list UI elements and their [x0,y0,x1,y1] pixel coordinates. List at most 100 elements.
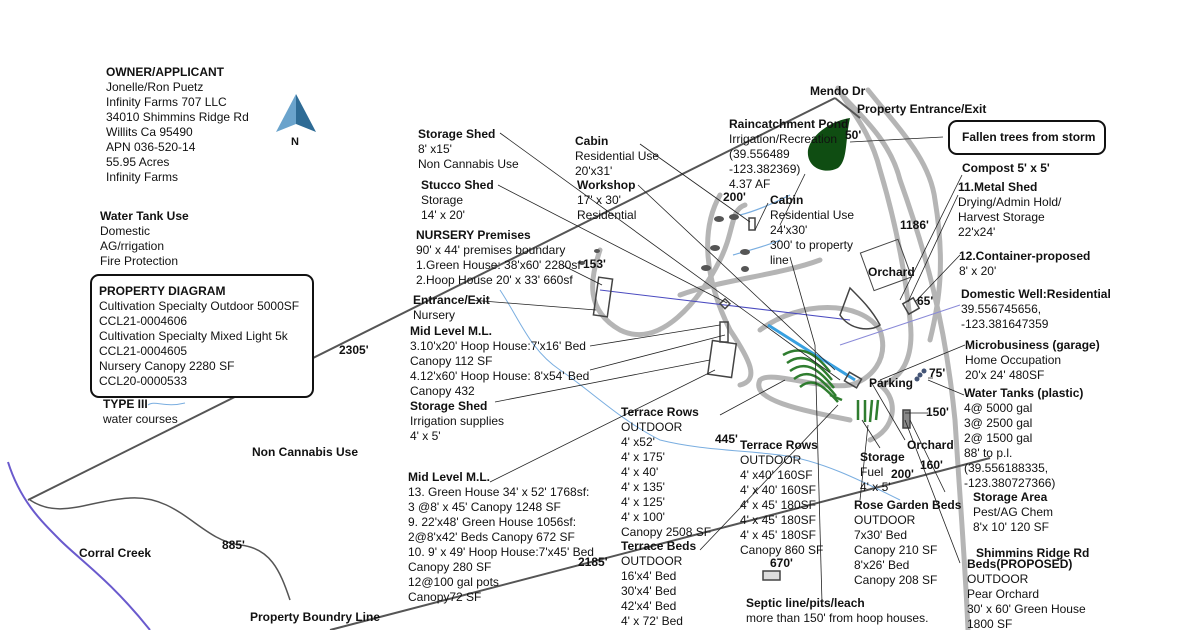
label-line: OUTDOOR [621,554,683,568]
label-title: Shimmins Ridge Rd [976,546,1090,560]
label-line: 2@8'x42' Beds Canopy 672 SF [408,530,575,544]
label-title: Terrace Beds [621,539,697,553]
label-mendo-dr: Mendo Dr [810,84,865,99]
label-line: Pear Orchard [967,587,1040,601]
label-title: OWNER/APPLICANT [106,65,224,79]
label-line: 7x30' Bed [854,528,907,542]
label-line: 8'x26' Bed [854,558,910,572]
label-title: Property Entrance/Exit [857,102,987,116]
distance-label: 150' [926,405,949,419]
label-line: -123.380727366) [964,476,1056,490]
label-line: line [770,253,789,267]
label-line: Infinity Farms 707 LLC [106,95,227,109]
utility-line [839,304,961,346]
label-line: APN 036-520-14 [106,140,196,154]
label-line: Home Occupation [965,353,1062,367]
label-line: 8' x15' [418,142,452,156]
label-title: Orchard [868,265,915,279]
label-title: NURSERY Premises [416,228,531,242]
label-line: 3@ 2500 gal [964,416,1033,430]
label-line: 4' x 45' 180SF [740,528,816,542]
label-line: AG/rrigation [100,239,165,253]
driveway-road [835,85,914,388]
label-line: 8' x 20' [959,264,997,278]
label-line: 8'x 10' 120 SF [973,520,1049,534]
label-line: 17' x 30' [577,193,621,207]
north-arrow-icon [276,94,316,141]
label-line: 2.Hoop House 20' x 33' 660sf [416,273,573,287]
distance-label: 65' [917,294,934,308]
shimmins-ridge-road [839,92,971,630]
label-title: Raincatchment Pond [729,117,849,131]
label-line: Willits Ca 95490 [106,125,193,139]
raincatchment-pond [807,118,850,171]
label-title: Storage Area [973,490,1048,504]
label-line: 9. 22'x48' Green House 1056sf: [408,515,577,529]
distance-label: 200' [891,467,914,481]
cabin-building [748,217,756,231]
label-line: 4' x 175' [621,450,665,464]
label-title: Cabin [770,193,804,207]
label-line: 24'x30' [770,223,808,237]
label-line: 12@100 gal pots [408,575,499,589]
utility-line [599,289,851,321]
label-orchard-north: Orchard [868,265,915,280]
label-line: 34010 Shimmins Ridge Rd [106,110,249,124]
label-line: 22'x24' [958,225,996,239]
label-line: 4' x 135' [621,480,665,494]
label-line: Cultivation Specialty Mixed Light 5k [99,329,288,343]
label-line: Canopy 2508 SF [621,525,712,539]
label-line: Harvest Storage [958,210,1045,224]
label-title: Entrance/Exit [413,293,490,307]
label-line: Canopy 208 SF [854,573,938,587]
label-line: more than 150' from hoop houses. [746,611,929,625]
label-line: Nursery [413,308,456,322]
seasonal-creek [29,497,291,601]
label-line: Canopy72 SF [408,590,482,604]
trail-markers [579,214,750,272]
label-line: 300' to property [770,238,854,252]
label-line: Drying/Admin Hold/ [958,195,1062,209]
label-title: Non Cannabis Use [252,445,359,459]
fallen-trees-callout [948,120,1106,155]
label-title: Domestic Well:Residential [961,287,1111,301]
distance-label: 445' [715,432,738,446]
label-title: Property Boundry Line [250,610,381,624]
label-title: Mendo Dr [810,84,866,98]
label-line: Pest/AG Chem [973,505,1054,519]
label-line: 4' x52' [621,435,655,449]
label-line: Storage [421,193,464,207]
label-line: 14' x 20' [421,208,465,222]
label-mid-level-ml-2: Mid Level M.L.13. Green House 34' x 52' … [408,470,594,605]
nursery-loop-road [590,202,748,338]
label-line: Residential [577,208,637,222]
label-line: 4' x 40' 160SF [740,483,816,497]
label-line: 4@ 5000 gal [964,401,1033,415]
storage-area-building [902,409,911,429]
label-title: Storage Shed [418,127,496,141]
label-line: Jonelle/Ron Puetz [106,80,204,94]
roads [590,85,971,630]
label-compost: Compost 5' x 5' [962,161,1050,176]
distance-label: 1186' [900,218,929,232]
label-shimmins-ridge-rd: Shimmins Ridge Rd [976,546,1089,561]
metal-shed [901,296,921,316]
label-line: 55.95 Acres [106,155,170,169]
label-title: Beds(PROPOSED) [967,557,1073,571]
label-title: Fallen trees from storm [962,130,1096,144]
label-line: Nursery Canopy 2280 SF [99,359,235,373]
label-line: -123.381647359 [961,317,1049,331]
label-title: Rose Garden Beds [854,498,962,512]
label-line: Canopy 280 SF [408,560,492,574]
type-iii-legend-line [147,402,186,406]
label-line: 10. 9' x 49' Hoop House:7'x45' Bed [408,545,594,559]
